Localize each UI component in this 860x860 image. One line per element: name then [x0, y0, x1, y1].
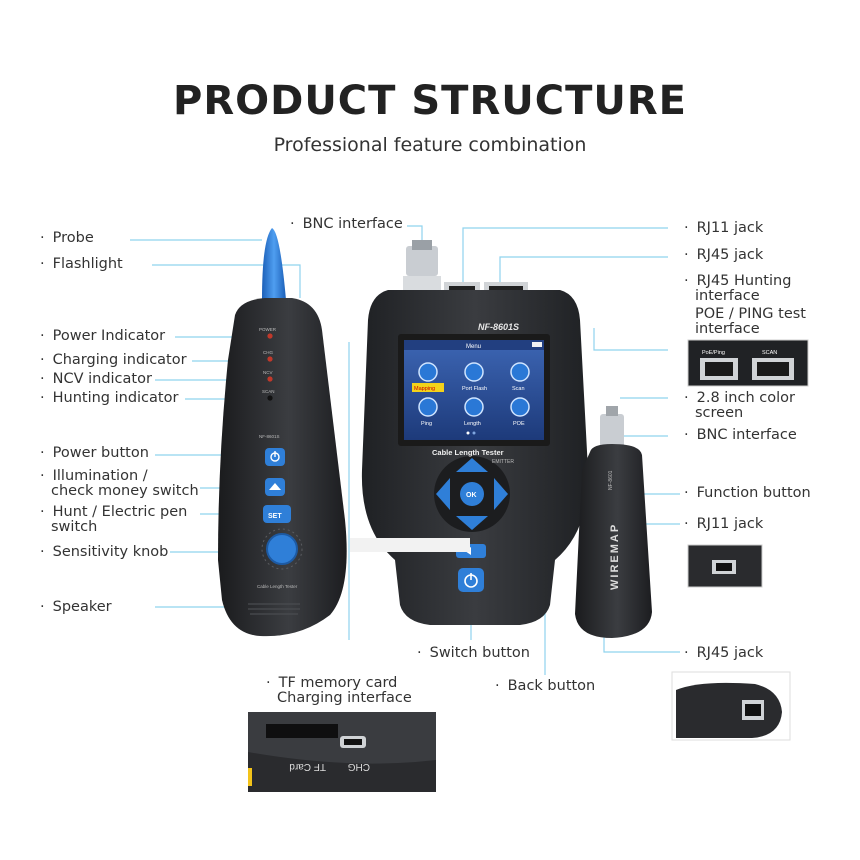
- probe-sensitivity-knob: [266, 533, 298, 565]
- leader-flashlight: [152, 264, 301, 298]
- power-button-label: ·Power button: [40, 445, 149, 461]
- dpad-down: [456, 516, 488, 530]
- probe-chg-text: CHG: [263, 350, 273, 355]
- rj11-port-inset: [716, 563, 732, 571]
- tf-slot: [266, 724, 338, 738]
- leader-poe: [593, 328, 668, 351]
- power-led: [267, 333, 273, 339]
- hunting-indicator-label: ·Hunting indicator: [40, 390, 179, 406]
- port-flash-app-label: Port Flash: [462, 386, 487, 392]
- dpad: [434, 456, 510, 532]
- model-label: NF-8601S: [478, 322, 519, 332]
- dpad-right: [494, 478, 508, 510]
- page-subtitle: Professional feature combination: [273, 134, 587, 156]
- speaker-label: ·Speaker: [40, 599, 112, 615]
- flashlight-label: ·Flashlight: [40, 256, 123, 272]
- bnc-connector-top: [406, 246, 438, 276]
- ping-app-icon: [418, 397, 438, 417]
- switch-button-label: ·Switch button: [417, 645, 530, 661]
- remote-body: [575, 444, 652, 638]
- wiremap-label: WIREMAP: [609, 523, 621, 590]
- scan-port: [757, 362, 789, 376]
- rj11-jack-top-label: ·RJ11 jack: [684, 220, 764, 236]
- rj11-inset: [687, 544, 763, 588]
- bnc-interface-right-label: ·BNC interface: [684, 427, 797, 443]
- charging-port: [344, 739, 362, 745]
- remote-model-label: NF-8601: [608, 470, 614, 490]
- rj11-jack-right-label: ·RJ11 jack: [684, 516, 764, 532]
- function-button-label: ·Function button: [684, 485, 811, 501]
- rj45-inset: [671, 671, 791, 741]
- length-app-icon: [464, 397, 484, 417]
- probe-label: ·Probe: [40, 230, 94, 246]
- emitter-label: EMITTER: [492, 459, 514, 465]
- ncv-led: [267, 376, 273, 382]
- tf-card-slip: [350, 538, 470, 552]
- screen-app-icons: [412, 362, 530, 417]
- brand-label: Cable Length Tester: [432, 448, 504, 457]
- page-title: PRODUCT STRUCTURE: [173, 78, 687, 124]
- port-flash-app-icon: [464, 362, 484, 382]
- inset-chg-text: CHG: [348, 761, 370, 772]
- illumination-switch-label: ·Illumination /check money switch: [40, 468, 199, 499]
- probe-power-text: POWER: [259, 327, 277, 332]
- probe-ncv-text: NCV: [263, 370, 273, 375]
- probe-tip: [262, 228, 286, 300]
- scan-app-label: Scan: [512, 386, 525, 392]
- poe-port: [705, 362, 733, 376]
- tf-charging-inset: [248, 712, 436, 792]
- leader-rj45-bottom: [603, 634, 680, 653]
- rj45-port-inset: [745, 704, 761, 716]
- probe-brand-text: Cable Length Tester: [257, 584, 298, 589]
- main-unit: [350, 240, 589, 625]
- ping-app-label: Ping: [421, 421, 432, 427]
- mapping-app-label: Mapping: [414, 386, 435, 392]
- probe-body: [218, 298, 347, 637]
- leader-rj11-top: [462, 227, 668, 288]
- inset-scan-text: SCAN: [762, 350, 777, 356]
- back-button-label: ·Back button: [495, 678, 596, 694]
- dpad-up: [456, 458, 488, 472]
- poe-app-label: POE: [513, 421, 525, 427]
- poe-scan-inset: [687, 339, 809, 387]
- probe-scan-text: SCAN: [262, 389, 275, 394]
- charging-led: [267, 356, 273, 362]
- remote-unit: [575, 406, 652, 638]
- probe-set-button: [263, 505, 291, 523]
- hunting-led: [267, 395, 273, 401]
- remote-bnc-connector: [600, 414, 624, 448]
- scan-app-icon: [510, 362, 530, 382]
- poe-app-icon: [510, 397, 530, 417]
- ok-label: OK: [466, 492, 477, 499]
- ok-button: [460, 482, 484, 506]
- bnc-interface-top-label: ·BNC interface: [290, 216, 403, 232]
- probe-speaker-grill: [248, 603, 300, 615]
- leader-rj45-top: [499, 256, 668, 288]
- probe-device: [218, 228, 347, 637]
- rj45-jack-top-label: ·RJ45 jack: [684, 247, 764, 263]
- ncv-indicator-label: ·NCV indicator: [40, 371, 152, 387]
- inset-poe-text: PoE/Ping: [702, 350, 725, 356]
- dpad-left: [436, 478, 450, 510]
- set-label: SET: [268, 513, 282, 520]
- rj45-jack-bottom-label: ·RJ45 jack: [684, 645, 764, 661]
- power-indicator-label: ·Power Indicator: [40, 328, 166, 344]
- sensitivity-knob-label: ·Sensitivity knob: [40, 544, 169, 560]
- length-app-label: Length: [464, 421, 481, 427]
- probe-model-text: NF-8601S: [259, 434, 280, 439]
- screen-menu-title: Menu: [466, 344, 481, 350]
- charging-indicator-label: ·Charging indicator: [40, 352, 187, 368]
- inset-tf-card-text: TF Card: [289, 761, 326, 772]
- mapping-app-icon: [418, 362, 438, 382]
